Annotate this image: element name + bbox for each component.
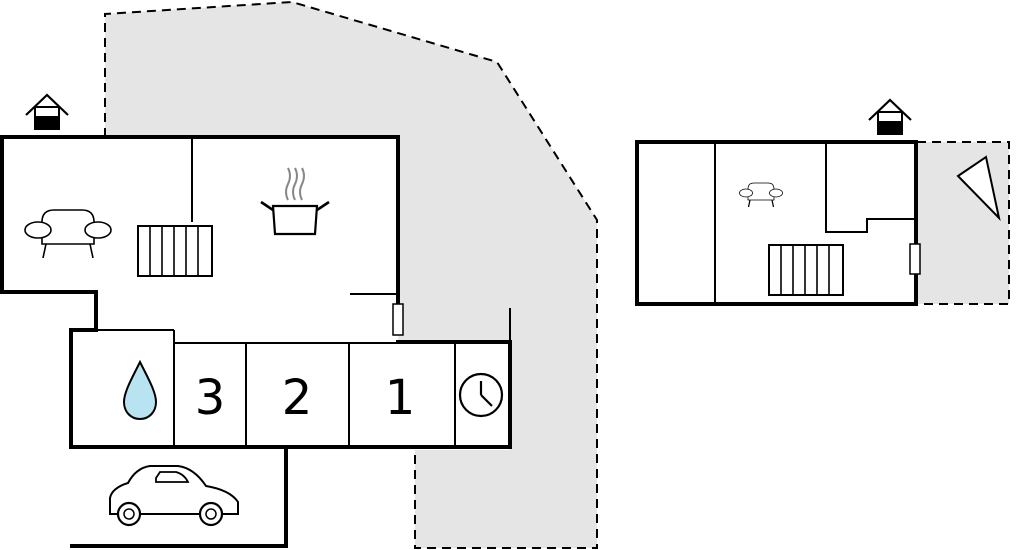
entrance-house-icon: [868, 98, 912, 135]
window-icon: [909, 243, 921, 275]
room-number-1: 1: [385, 370, 416, 426]
sofa-icon: [739, 182, 783, 208]
clock-icon: [458, 372, 504, 418]
staircase-icon: [137, 225, 213, 277]
entrance-house-icon: [25, 93, 69, 130]
water-drop-icon: [122, 359, 158, 421]
kitchen-pot-icon: [260, 167, 330, 236]
car-icon: [109, 465, 239, 527]
sofa-icon: [24, 209, 112, 259]
staircase-icon: [768, 244, 844, 296]
annex-walls: [635, 140, 918, 306]
terrace-area-main: [104, 0, 598, 549]
main-house-walls: [0, 135, 512, 548]
room-number-3: 3: [195, 370, 226, 426]
terrace-area-annex: [917, 141, 1010, 305]
window-icon: [392, 303, 404, 336]
room-number-2: 2: [282, 370, 313, 426]
sun-lounger-icon: [956, 155, 1001, 222]
